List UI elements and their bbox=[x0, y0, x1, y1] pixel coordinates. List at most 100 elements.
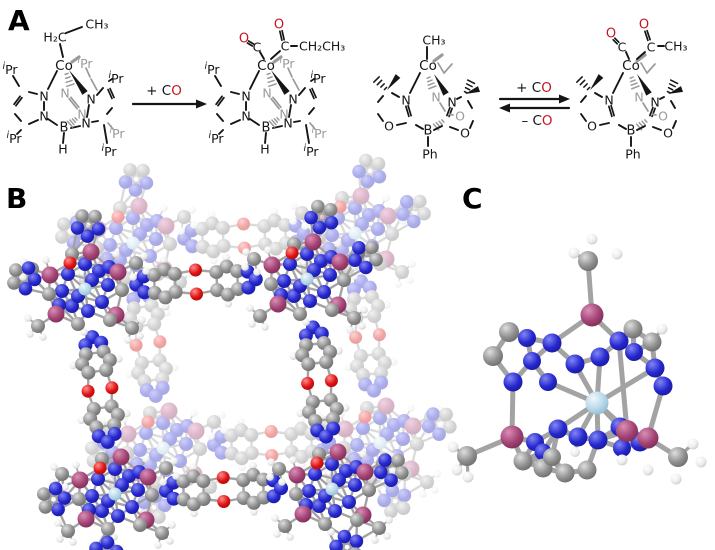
bond bbox=[217, 96, 225, 107]
atom-H bbox=[433, 470, 441, 478]
atom-C bbox=[350, 547, 361, 550]
atom-C bbox=[230, 264, 245, 279]
atom-B bbox=[379, 207, 397, 225]
bond bbox=[90, 78, 98, 91]
atom-H bbox=[129, 273, 137, 281]
chem-label: O bbox=[274, 18, 284, 33]
bond bbox=[215, 95, 223, 106]
atom-H bbox=[123, 409, 131, 418]
atom-C bbox=[85, 441, 99, 455]
atom-B bbox=[47, 305, 65, 323]
atom-Co bbox=[585, 391, 609, 415]
atom-C bbox=[101, 522, 115, 536]
atom-B bbox=[71, 471, 89, 489]
atom-H bbox=[42, 256, 50, 264]
reaction-label: + CO bbox=[516, 80, 552, 96]
atom-C bbox=[71, 317, 85, 331]
atom-B bbox=[109, 263, 127, 281]
atom-N bbox=[645, 358, 665, 378]
atom-C bbox=[55, 467, 69, 481]
atom-H bbox=[154, 541, 162, 549]
bond bbox=[249, 118, 260, 126]
atom-H bbox=[138, 316, 146, 324]
isopropyl-label: iPr bbox=[204, 61, 220, 77]
bond bbox=[465, 83, 473, 88]
atom-N bbox=[307, 263, 321, 277]
atom-N bbox=[384, 473, 398, 488]
atom-C bbox=[129, 256, 143, 270]
chem-label: H₂C bbox=[43, 30, 66, 45]
bond bbox=[70, 96, 80, 109]
atom-N bbox=[166, 491, 181, 506]
chem-label: O bbox=[455, 109, 465, 124]
atom-N bbox=[27, 272, 42, 287]
atom-H bbox=[39, 333, 47, 341]
bond bbox=[377, 113, 384, 122]
bond bbox=[409, 72, 421, 94]
chem-label: N bbox=[650, 95, 659, 110]
atom-C bbox=[362, 483, 376, 497]
atom-H bbox=[237, 417, 245, 426]
atom-B bbox=[112, 448, 130, 466]
atom-C bbox=[145, 488, 159, 502]
atom-N bbox=[356, 421, 370, 435]
atom-B bbox=[304, 233, 322, 251]
chem-label: N bbox=[431, 90, 440, 105]
atom-H bbox=[159, 256, 168, 265]
atom-B bbox=[77, 510, 95, 528]
atom-C bbox=[278, 218, 293, 233]
atom-C bbox=[413, 194, 427, 209]
atom-C bbox=[410, 437, 424, 451]
atom-C bbox=[210, 283, 225, 298]
atom-C bbox=[159, 461, 173, 475]
chem-label: Co bbox=[55, 58, 73, 74]
atom-N bbox=[303, 294, 317, 308]
atom-H bbox=[163, 309, 171, 317]
atom-N bbox=[80, 229, 95, 243]
bond bbox=[64, 72, 69, 76]
atom-H bbox=[50, 463, 58, 471]
atom-N bbox=[308, 467, 322, 481]
atom-O bbox=[301, 376, 315, 390]
atom-H bbox=[341, 404, 350, 412]
atom-N bbox=[148, 388, 163, 403]
atom-N bbox=[378, 453, 392, 467]
atom-N bbox=[319, 429, 333, 444]
atom-C bbox=[163, 237, 177, 251]
bond bbox=[305, 124, 310, 144]
bond bbox=[449, 126, 459, 131]
bond bbox=[469, 120, 474, 129]
bond bbox=[287, 67, 293, 78]
chem-label: N bbox=[604, 93, 613, 108]
bond bbox=[268, 120, 276, 128]
atom-Co bbox=[126, 236, 140, 250]
atom-N bbox=[373, 411, 387, 425]
atom-H bbox=[451, 464, 463, 476]
atom-H bbox=[170, 457, 178, 465]
atom-O bbox=[105, 381, 119, 395]
atom-N bbox=[95, 295, 109, 309]
atom-N bbox=[18, 281, 33, 296]
bond bbox=[576, 76, 583, 83]
chem-label: N bbox=[279, 107, 288, 122]
atom-N bbox=[350, 438, 364, 452]
atom-H bbox=[238, 463, 246, 472]
atom-C bbox=[264, 277, 278, 291]
atom-Co bbox=[108, 487, 122, 501]
bond bbox=[629, 79, 636, 83]
atom-C bbox=[318, 517, 332, 531]
atom-C bbox=[244, 428, 259, 442]
reaction-label: + CO bbox=[146, 83, 182, 99]
chem-label: Co bbox=[257, 58, 275, 74]
atom-H bbox=[389, 358, 398, 366]
atom-N bbox=[139, 176, 154, 190]
atom-H bbox=[80, 328, 88, 336]
atom-N bbox=[407, 214, 421, 229]
atom-O bbox=[324, 374, 338, 388]
atom-H bbox=[168, 521, 176, 529]
bond bbox=[612, 72, 624, 94]
atom-N bbox=[328, 504, 342, 518]
atom-N bbox=[348, 253, 362, 267]
atom-B bbox=[263, 256, 281, 274]
